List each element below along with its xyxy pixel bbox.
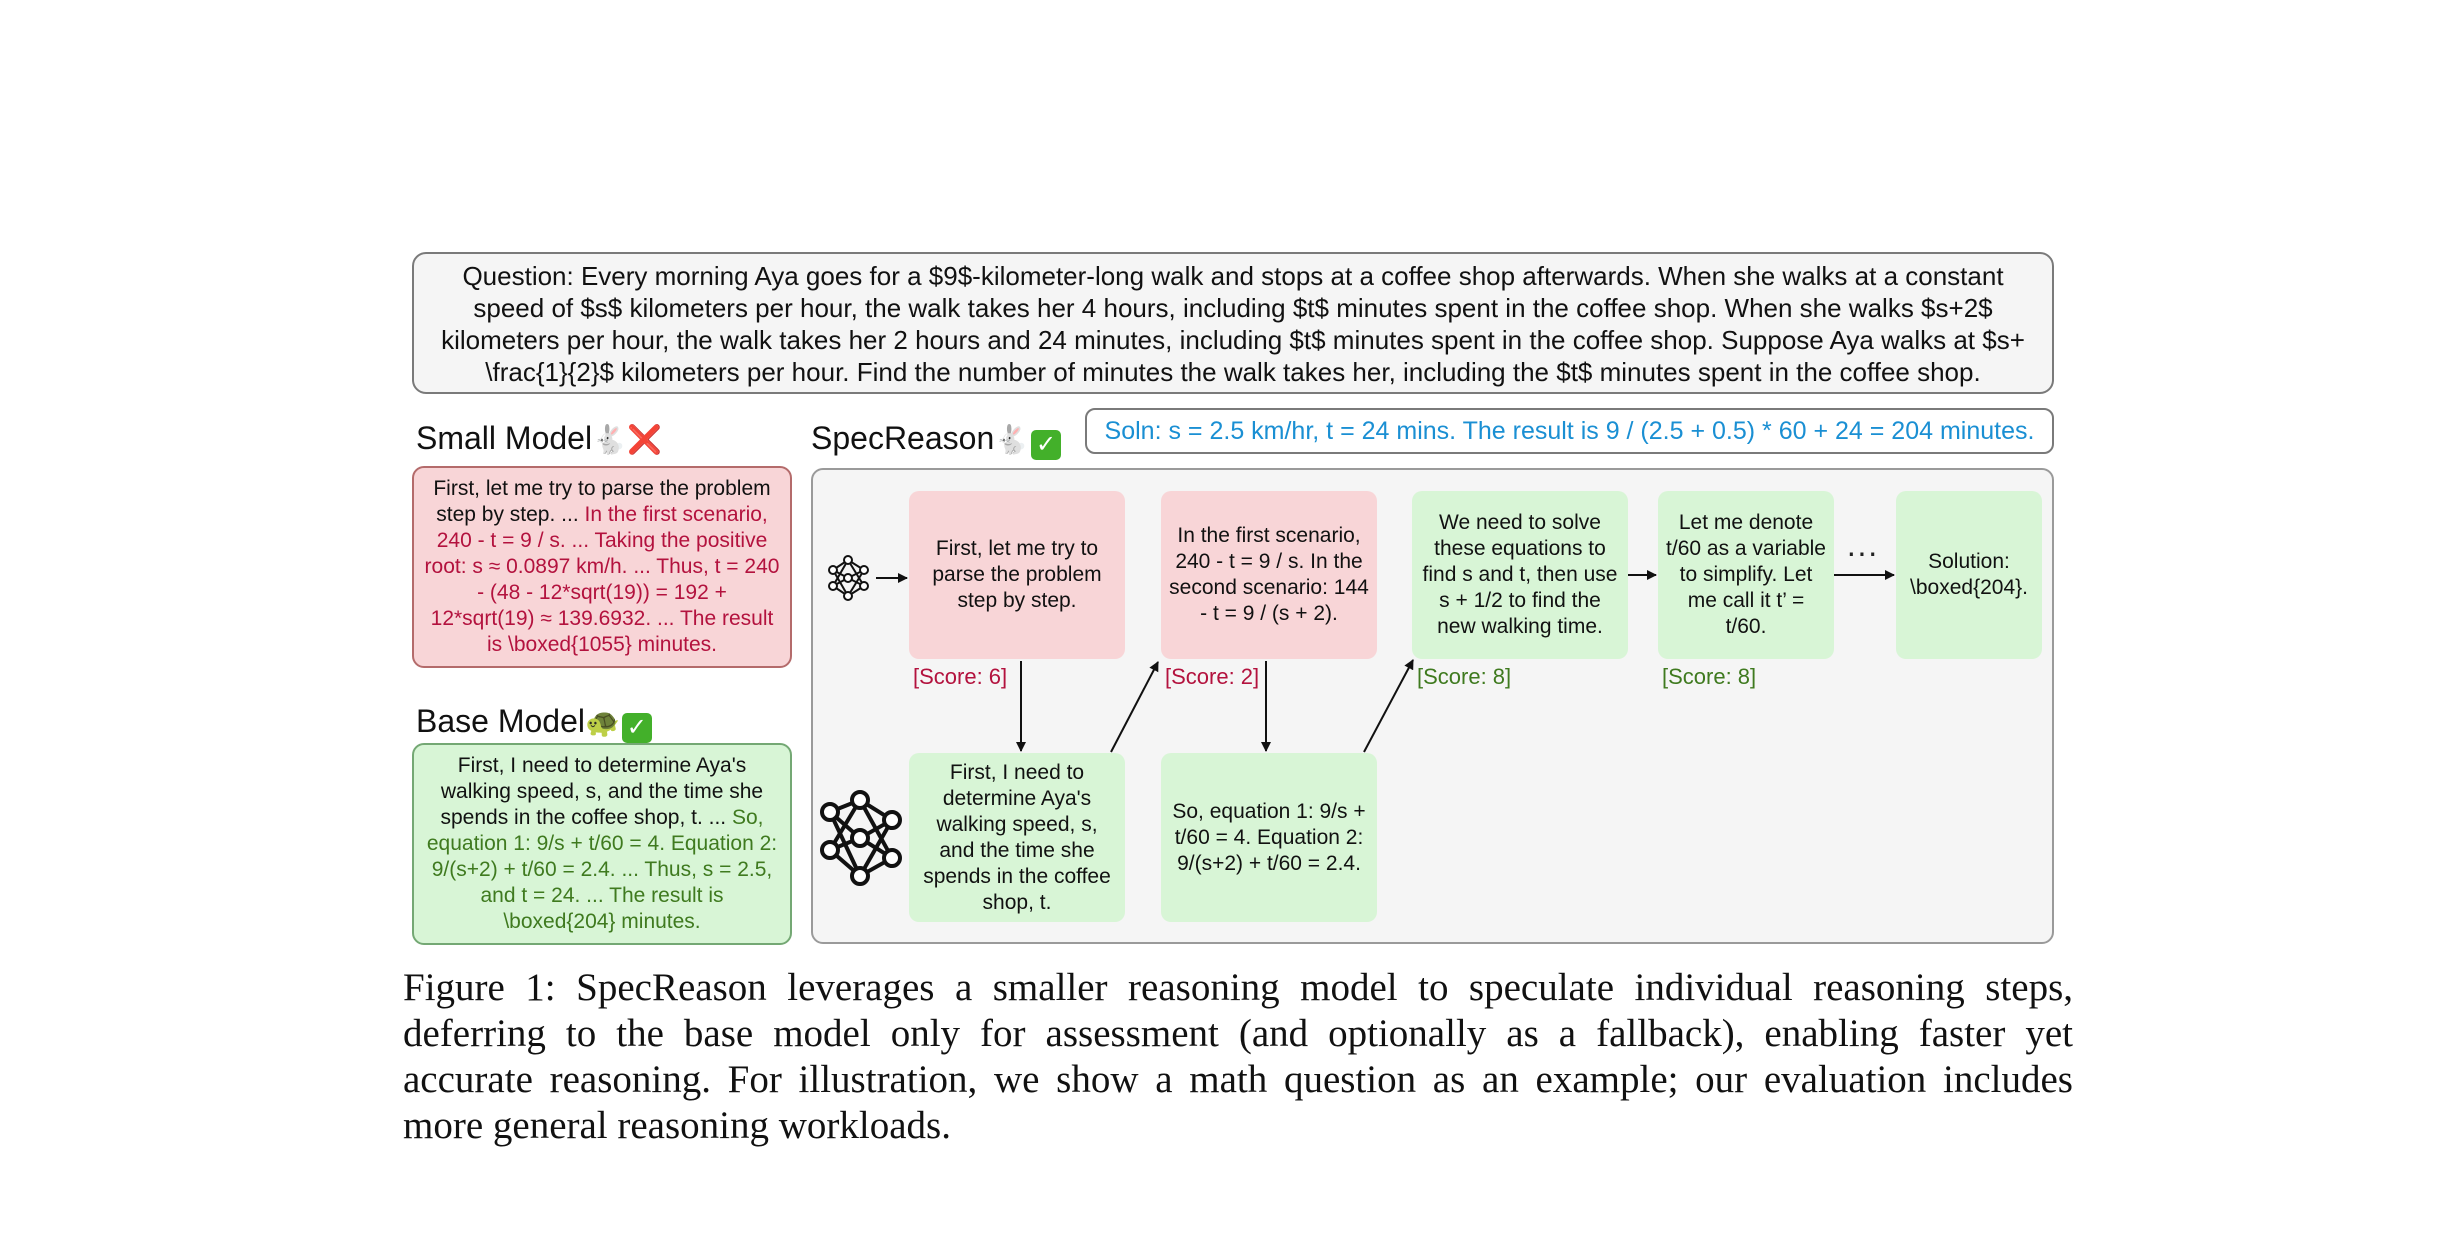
- step-box-small-4: Let me denote t/60 as a variable to simp…: [1658, 491, 1834, 659]
- question-text: Question: Every morning Aya goes for a $…: [441, 261, 2025, 387]
- step-box-base-1: First, I need to determine Aya's walking…: [909, 753, 1125, 922]
- caption-line: deferring to the base model only for ass…: [403, 1012, 2073, 1055]
- base-model-output: First, I need to determine Aya's walking…: [412, 743, 792, 945]
- ellipsis: ···: [1846, 534, 1878, 570]
- base-model-highlight-text: So, equation 1: 9/s + t/60 = 4. Equation…: [426, 806, 778, 933]
- small-neural-network-icon: [828, 555, 869, 601]
- step-box-small-1: First, let me try to parse the problem s…: [909, 491, 1125, 659]
- small-model-output: First, let me try to parse the problem s…: [412, 466, 792, 668]
- step-box-base-2: So, equation 1: 9/s + t/60 = 4. Equation…: [1161, 753, 1377, 922]
- score-label: [Score: 2]: [1165, 664, 1260, 689]
- arrow: [1363, 659, 1414, 753]
- step-text: Let me denote t/60 as a variable to simp…: [1666, 511, 1826, 638]
- base-model-heading: Base Model🐢✓: [416, 702, 652, 743]
- cross-icon: ❌: [626, 423, 662, 456]
- caption-line: accurate reasoning. For illustration, we…: [403, 1058, 2073, 1101]
- check-icon: ✓: [621, 713, 652, 743]
- small-model-plain-text: First, let me try to parse the problem s…: [433, 477, 771, 526]
- step-box-small-2: In the first scenario, 240 - t = 9 / s. …: [1161, 491, 1377, 659]
- score-label: [Score: 8]: [1662, 664, 1757, 689]
- specreason-label: SpecReason: [811, 420, 995, 456]
- step-box-small-3: We need to solve these equations to find…: [1412, 491, 1628, 659]
- base-model-label: Base Model: [416, 703, 585, 739]
- arrow: [1110, 661, 1159, 753]
- solution-step-box: Solution: \boxed{204}.: [1896, 491, 2042, 659]
- step-text: We need to solve these equations to find…: [1422, 511, 1618, 638]
- rabbit-icon: 🐇: [994, 423, 1030, 456]
- caption-line: more general reasoning workloads.: [403, 1104, 951, 1147]
- caption-line: Figure 1: SpecReason leverages a smaller…: [403, 966, 2073, 1009]
- large-neural-network-icon: [820, 790, 902, 886]
- base-model-plain-text: First, I need to determine Aya's walking…: [440, 754, 764, 829]
- step-text: First, I need to determine Aya's walking…: [923, 760, 1111, 914]
- step-text: First, let me try to parse the problem s…: [932, 537, 1102, 612]
- score-label: [Score: 8]: [1417, 664, 1512, 689]
- small-model-heading: Small Model🐇❌: [416, 419, 662, 459]
- solution-text: Soln: s = 2.5 km/hr, t = 24 mins. The re…: [1104, 417, 2035, 445]
- small-model-highlight-text: In the first scenario, 240 - t = 9 / s. …: [424, 503, 780, 656]
- question-box: Question: Every morning Aya goes for a $…: [412, 252, 2054, 394]
- step-text: In the first scenario, 240 - t = 9 / s. …: [1169, 524, 1369, 625]
- solution-box: Soln: s = 2.5 km/hr, t = 24 mins. The re…: [1085, 408, 2054, 454]
- specreason-heading: SpecReason🐇✓: [811, 419, 1062, 460]
- turtle-icon: 🐢: [584, 706, 620, 739]
- small-model-label: Small Model: [416, 420, 593, 456]
- figure-caption: Figure 1: SpecReason leverages a smaller…: [403, 965, 2073, 1149]
- score-label: [Score: 6]: [913, 664, 1008, 689]
- rabbit-icon: 🐇: [592, 423, 627, 456]
- check-icon: ✓: [1031, 430, 1062, 460]
- step-text: So, equation 1: 9/s + t/60 = 4. Equation…: [1172, 799, 1366, 875]
- step-text: Solution: \boxed{204}.: [1910, 550, 2028, 599]
